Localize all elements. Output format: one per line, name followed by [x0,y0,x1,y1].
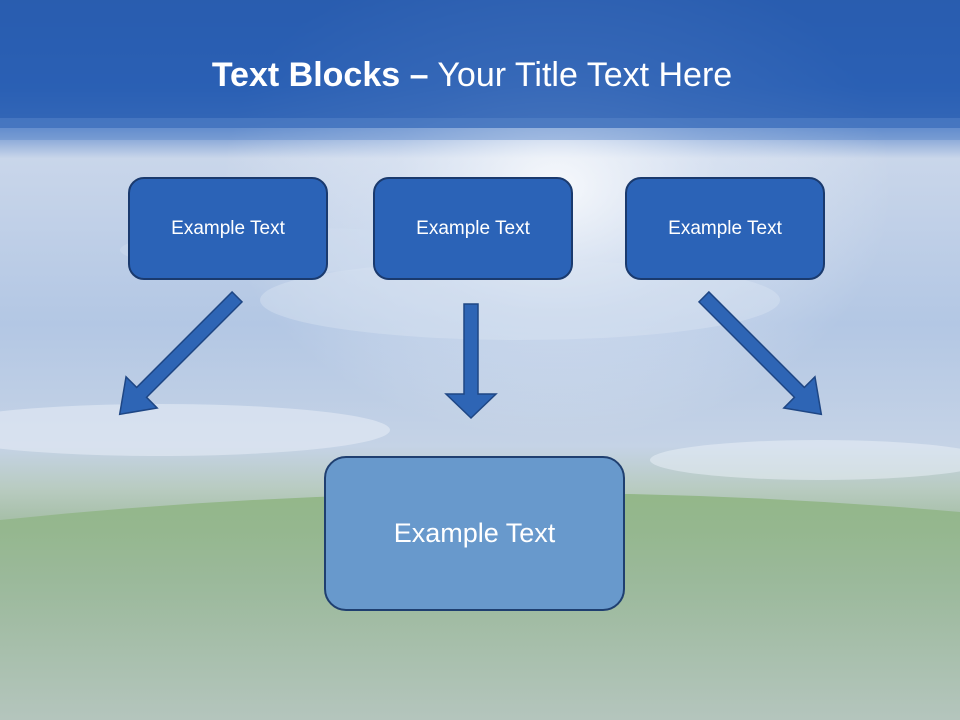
text-block-right: Example Text [625,177,825,280]
text-block-center: Example Text [373,177,573,280]
title-bold: Text Blocks [211,56,401,94]
text-block-left: Example Text [128,177,328,280]
arrow-right-diagonal [697,290,823,416]
text-block-left-label: Example Text [171,217,285,239]
arrow-left-diagonal [118,290,244,416]
text-block-result-label: Example Text [393,518,556,548]
text-block-right-label: Example Text [668,217,782,239]
text-block-center-label: Example Text [416,217,530,239]
arrow-center-down [444,303,498,420]
title-rest: Your Title Text Here [437,56,733,94]
title-separator: – [409,56,429,94]
page-title: Text Blocks – Your Title Text Here [0,52,944,98]
text-block-result: Example Text [324,456,625,611]
